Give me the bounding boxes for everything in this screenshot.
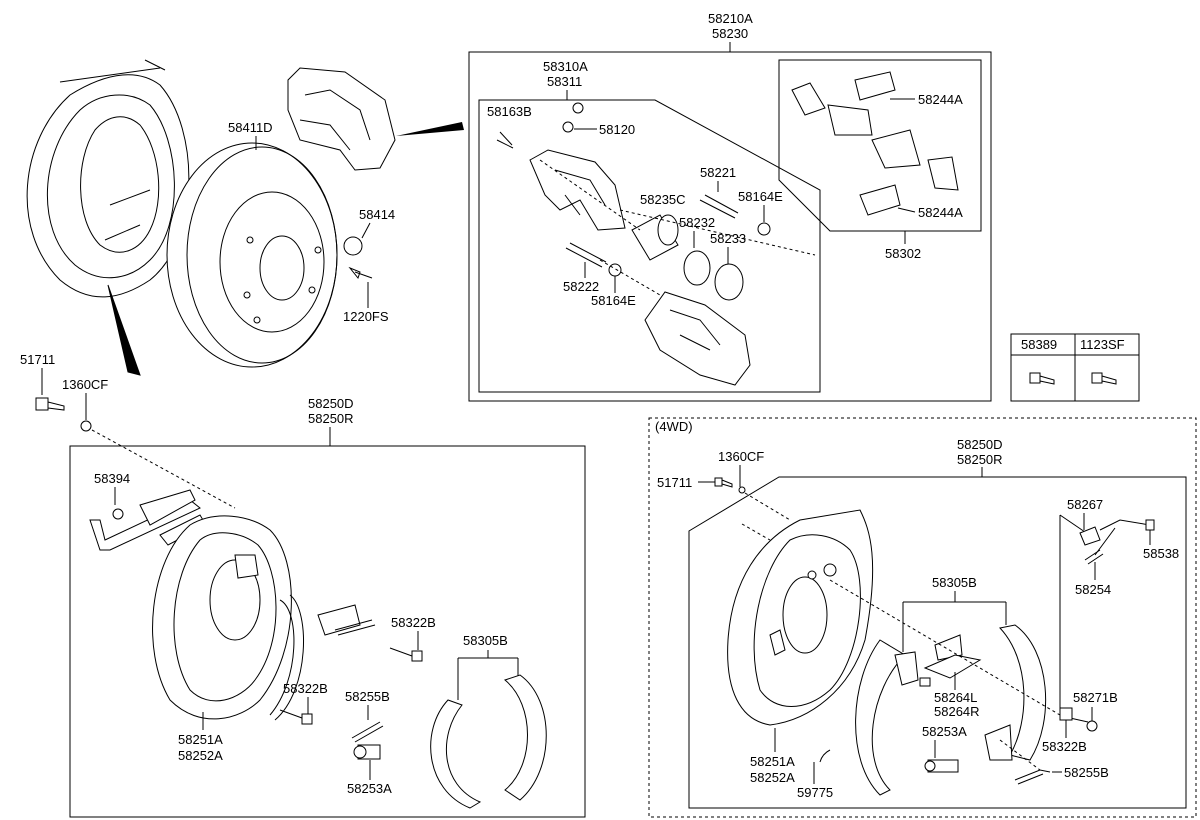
label-58163b: 58163B <box>487 104 532 119</box>
label-58210a: 58210A <box>708 11 753 26</box>
pin-58271b-drawing <box>1086 720 1098 732</box>
label-59775: 59775 <box>797 785 833 800</box>
label-58253a-4wd: 58253A <box>922 724 967 739</box>
label-58233: 58233 <box>710 231 746 246</box>
brake-pads-drawing <box>791 71 959 216</box>
spring-58322b-4wd-drawing <box>1059 707 1073 721</box>
backing-plate-drawing <box>26 59 190 376</box>
label-58235c: 58235C <box>640 192 686 207</box>
label-58305b-left: 58305B <box>463 633 508 648</box>
label-58322b-4wd: 58322B <box>1042 739 1087 754</box>
label-1360cf-4wd: 1360CF <box>718 449 764 464</box>
label-58310a: 58310A <box>543 59 588 74</box>
spring-58254-drawing <box>1084 549 1104 565</box>
backing-plate-left-drawing <box>152 515 304 721</box>
part-58267-drawing <box>1079 526 1101 546</box>
plug-58414 <box>343 236 363 256</box>
label-58271b: 58271B <box>1073 690 1118 705</box>
label-58264l: 58264L <box>934 690 977 705</box>
four-wd-title: (4WD) <box>655 419 693 434</box>
label-58250d-4wd: 58250D <box>957 437 1003 452</box>
label-58164e-top: 58164E <box>738 189 783 204</box>
label-58252a-left: 58252A <box>178 748 223 763</box>
nut-1360cf-4wd-drawing <box>738 486 746 494</box>
label-58253a-left: 58253A <box>347 781 392 796</box>
caliper-assembly-box <box>468 51 992 402</box>
label-58222: 58222 <box>563 279 599 294</box>
label-58164e-bottom: 58164E <box>591 293 636 308</box>
nut-1360cf-drawing <box>80 420 92 432</box>
spring-58255b-drawing <box>351 721 384 743</box>
brake-disc-drawing <box>166 142 338 368</box>
caliper-drawing <box>287 67 464 171</box>
caliper-body-drawing <box>529 149 626 231</box>
label-58414: 58414 <box>359 207 395 222</box>
label-58322b-2: 58322B <box>283 681 328 696</box>
label-58230: 58230 <box>712 26 748 41</box>
label-58255b-4wd: 58255B <box>1064 765 1109 780</box>
label-1220fs: 1220FS <box>343 309 389 324</box>
label-1360cf: 1360CF <box>62 377 108 392</box>
backing-plate-4wd-drawing <box>727 509 874 726</box>
label-58244a-top: 58244A <box>918 92 963 107</box>
bolt-51711-4wd-drawing <box>714 477 733 488</box>
label-58394: 58394 <box>94 471 130 486</box>
piston-drawing <box>631 214 679 261</box>
label-58311: 58311 <box>547 74 582 89</box>
wheel-cylinder-4wd-drawing <box>924 759 959 773</box>
label-58252a-4wd: 58252A <box>750 770 795 785</box>
label-58302: 58302 <box>885 246 921 261</box>
label-58250r-4wd: 58250R <box>957 452 1003 467</box>
label-58538: 58538 <box>1143 546 1179 561</box>
bolt-table-header-58389: 58389 <box>1021 337 1057 352</box>
label-51711-4wd: 51711 <box>657 475 692 490</box>
label-58244a-bottom: 58244A <box>918 205 963 220</box>
caliper-sub-box <box>478 99 821 393</box>
label-51711: 51711 <box>20 352 55 367</box>
bolt-table-header-1123sf: 1123SF <box>1080 337 1125 352</box>
label-58255b-left: 58255B <box>345 689 390 704</box>
rear-brake-box <box>69 445 586 818</box>
adjuster-drawing <box>317 604 376 636</box>
wheel-cylinder-left-drawing <box>353 744 381 760</box>
label-58267: 58267 <box>1067 497 1103 512</box>
label-58250d-left: 58250D <box>308 396 354 411</box>
label-58250r-left: 58250R <box>308 411 354 426</box>
bolt-table: 58389 1123SF <box>1010 333 1140 402</box>
label-58251a-4wd: 58251A <box>750 754 795 769</box>
label-58221: 58221 <box>700 165 736 180</box>
clip-59775-drawing <box>819 749 831 763</box>
label-58120: 58120 <box>599 122 635 137</box>
four-wd-box <box>648 417 1197 818</box>
caliper-bracket-drawing <box>644 291 751 386</box>
bolt-51711-drawing <box>35 397 65 411</box>
label-58411d: 58411D <box>228 120 273 135</box>
brake-shoes-left-drawing <box>430 674 547 809</box>
label-58232: 58232 <box>679 215 715 230</box>
label-58264r: 58264R <box>934 704 980 719</box>
label-58254: 58254 <box>1075 582 1111 597</box>
label-58251a-left: 58251A <box>178 732 223 747</box>
four-wd-inner-box <box>688 476 1187 809</box>
spring-58255b-4wd-drawing <box>1014 769 1051 785</box>
label-58305b-4wd: 58305B <box>932 575 977 590</box>
screw-1220FS <box>348 266 373 280</box>
boot-58233-drawing <box>714 263 744 301</box>
seal-58232-drawing <box>683 250 711 286</box>
label-58322b-1: 58322B <box>391 615 436 630</box>
spring-58538-drawing <box>1094 519 1151 556</box>
